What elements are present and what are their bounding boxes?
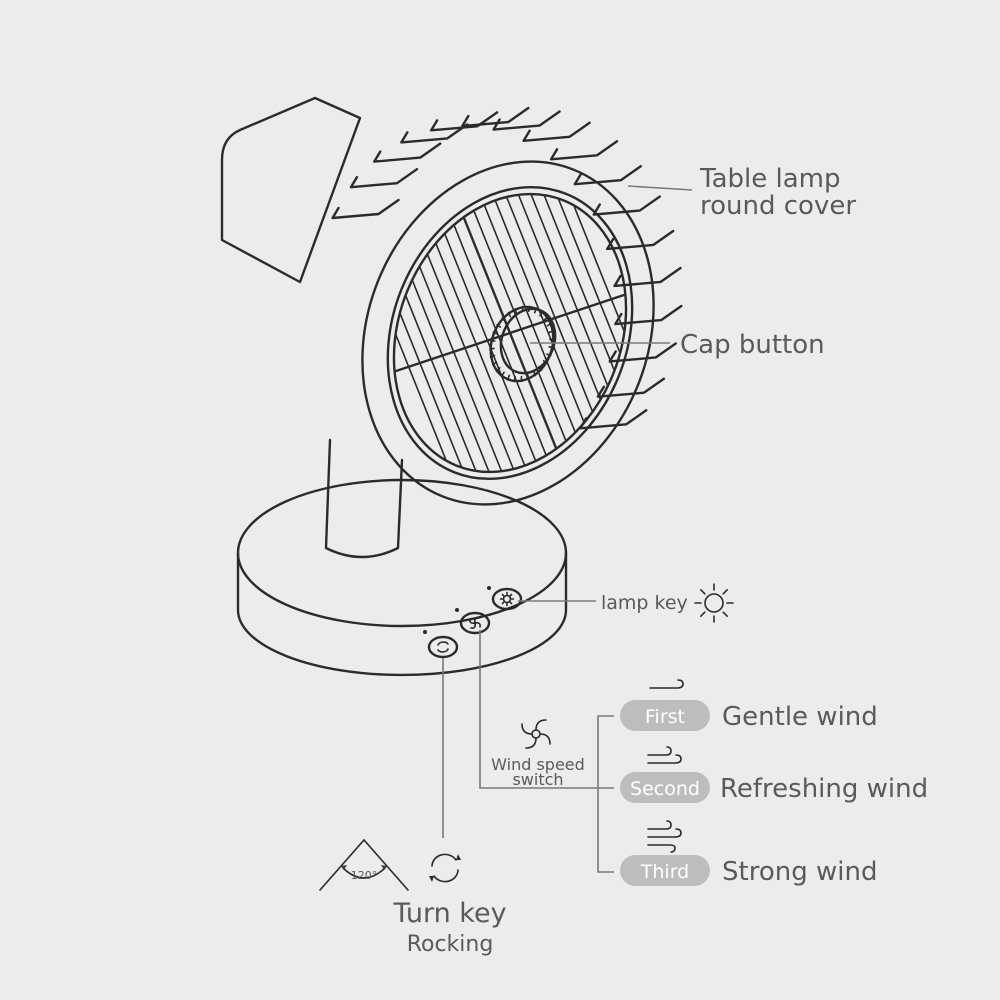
- angle-label: 120°: [351, 869, 378, 882]
- grill-line: [438, 186, 560, 489]
- guard-rib: [400, 123, 469, 144]
- lamp-key-button[interactable]: [487, 586, 523, 611]
- knurl-line: [543, 315, 549, 321]
- speed-pill-second: [620, 772, 710, 803]
- cap-button-label: Cap button: [680, 330, 825, 360]
- speed-description: Refreshing wind: [720, 774, 928, 804]
- knurl-line: [506, 374, 511, 381]
- grill-line: [482, 169, 604, 471]
- wind-speed-label-line1: Wind speed: [491, 755, 585, 774]
- knurl-line: [500, 371, 505, 378]
- grill-line: [416, 195, 538, 498]
- guard-rib: [492, 110, 561, 131]
- guard-rib: [522, 121, 591, 142]
- knurl-line: [495, 367, 501, 373]
- knurl-line: [539, 310, 544, 317]
- guard-rib: [331, 198, 400, 220]
- wind-two-lines-icon: [647, 746, 682, 764]
- knurl-line: [532, 370, 537, 377]
- sun-icon: [694, 583, 734, 623]
- table-lamp-label-line1: Table lamp: [699, 164, 841, 194]
- guard-rib: [614, 304, 683, 326]
- wind-one-line-icon: [649, 679, 684, 689]
- knurl-line: [546, 353, 552, 357]
- knurl-line: [489, 347, 495, 350]
- motor-housing: [220, 96, 362, 284]
- knurl-line: [489, 354, 496, 359]
- knurl-line: [527, 305, 531, 313]
- lamp-key-label: lamp key: [601, 592, 688, 614]
- guard-rib: [592, 195, 661, 216]
- guard-rib: [429, 111, 499, 132]
- leader-lines: [442, 185, 693, 873]
- speed-level-second: Second Refreshing wind: [620, 746, 928, 804]
- table-lamp-label-line2: round cover: [700, 191, 856, 221]
- knurl-line: [507, 311, 512, 318]
- knurl-line: [496, 323, 502, 328]
- fan-swirl-icon: [521, 719, 551, 749]
- speed-pill-third: [620, 855, 710, 886]
- rotate-arrows-icon: [437, 641, 449, 653]
- guard-rib: [613, 266, 682, 288]
- speed-level-label: First: [645, 706, 685, 728]
- cap-button-knurl: [489, 305, 555, 383]
- knurl-line: [491, 361, 498, 366]
- sun-icon: [499, 591, 515, 607]
- rocking-angle-icon: 120°: [319, 838, 409, 891]
- guard-rib: [596, 377, 666, 398]
- grill-line: [526, 160, 648, 454]
- knurl-line: [542, 360, 548, 365]
- speed-level-label: Third: [640, 861, 689, 883]
- grill-divider: [358, 281, 662, 385]
- wind-three-lines-icon: [647, 820, 682, 853]
- rotate-arrows-icon: [429, 853, 461, 883]
- grill-line: [394, 204, 516, 506]
- wind-speed-switch-button[interactable]: [455, 608, 491, 635]
- fan-swirl-icon: [469, 617, 481, 629]
- knurl-line: [501, 317, 506, 323]
- wind-speed-label-line2: switch: [512, 770, 563, 789]
- speed-pill-first: [620, 700, 710, 731]
- guard-rib: [549, 140, 619, 161]
- grill-line: [460, 177, 582, 480]
- turn-key-label: Turn key: [392, 898, 506, 929]
- knurl-line: [548, 329, 555, 334]
- turn-key-button[interactable]: [423, 630, 459, 659]
- guard-rib: [461, 106, 530, 128]
- grill-line: [372, 213, 494, 506]
- grill-line: [427, 191, 549, 493]
- knurl-line: [526, 373, 530, 381]
- guard-rib: [373, 142, 442, 163]
- fan-base: [236, 478, 568, 677]
- knurl-line: [533, 307, 538, 314]
- guard-rib: [349, 167, 419, 189]
- speed-level-third: Third Strong wind: [620, 820, 877, 887]
- knurl-line: [549, 338, 555, 341]
- grill-line: [405, 199, 527, 502]
- knurl-line: [513, 375, 517, 383]
- guard-rib: [608, 342, 677, 363]
- rocking-label: Rocking: [407, 932, 494, 957]
- knurl-line: [514, 307, 518, 315]
- grill-line: [471, 173, 593, 476]
- speed-description: Strong wind: [722, 857, 877, 887]
- speed-level-first: First Gentle wind: [620, 679, 878, 732]
- knurl-line: [538, 365, 543, 371]
- speed-level-label: Second: [630, 778, 700, 800]
- fan-neck: [324, 438, 404, 559]
- cap-button[interactable]: [480, 298, 565, 391]
- table-lamp-round-cover: [354, 160, 666, 506]
- knurl-line: [492, 331, 498, 335]
- speed-description: Gentle wind: [722, 702, 878, 732]
- knurl-line: [546, 322, 553, 327]
